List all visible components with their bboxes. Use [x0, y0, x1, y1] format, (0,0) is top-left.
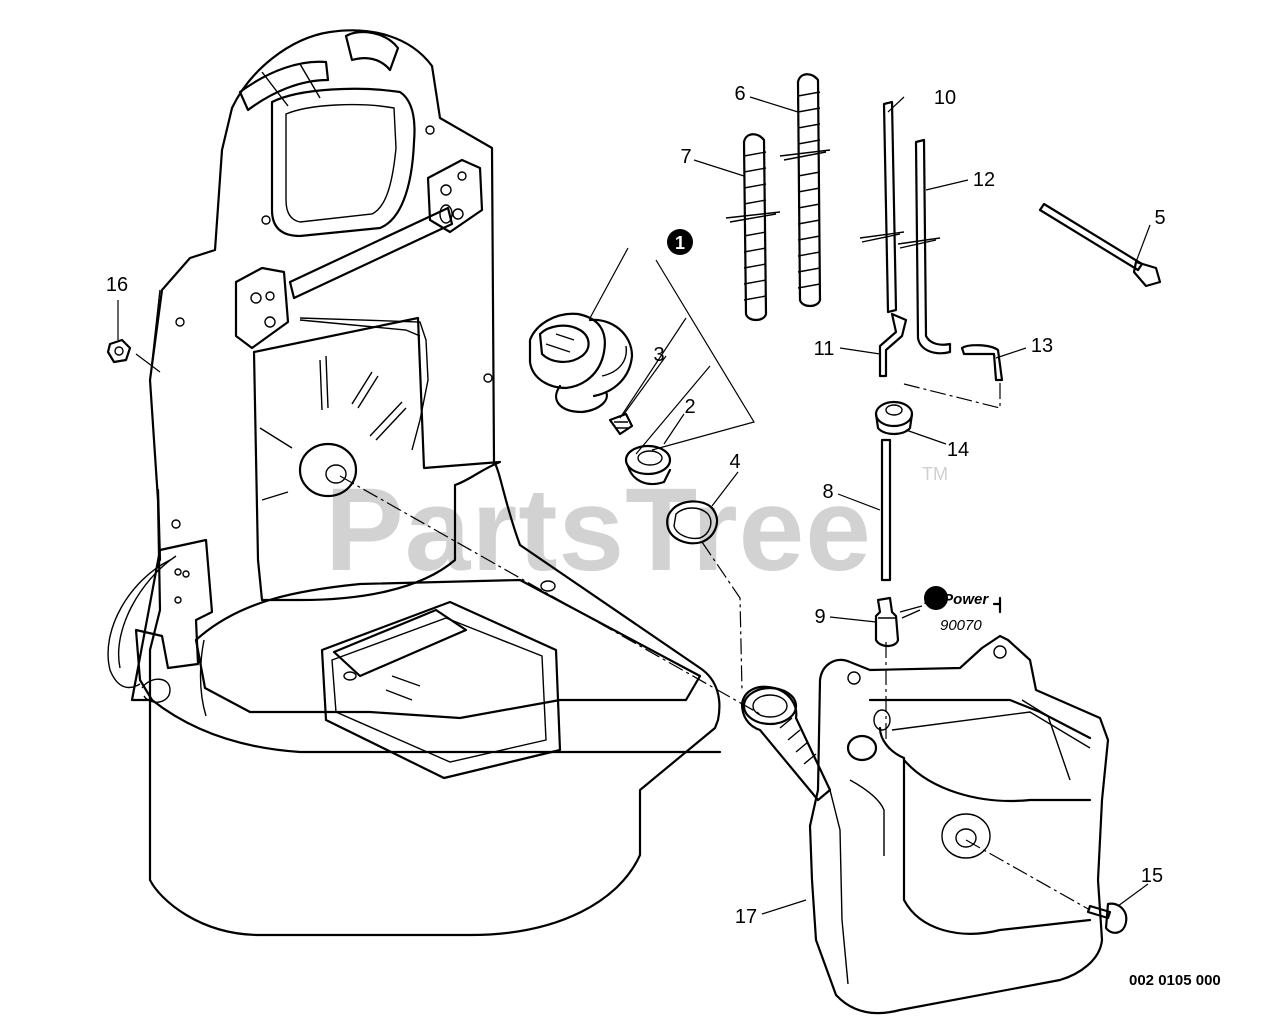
fuel-tank[interactable] — [740, 634, 1110, 1015]
leader-lines — [117, 96, 1151, 915]
part-10-fuel-line[interactable] — [859, 100, 905, 314]
callout-2[interactable]: 2 — [684, 396, 695, 418]
callout-9[interactable]: 9 — [814, 606, 825, 628]
callout-10[interactable]: 10 — [934, 87, 956, 109]
part-16-nut[interactable] — [106, 338, 132, 364]
part-13-elbow[interactable] — [960, 344, 1004, 382]
callout-5[interactable]: 5 — [1154, 207, 1165, 229]
part-11-elbow[interactable] — [878, 312, 908, 378]
callout-14[interactable]: 14 — [947, 439, 969, 461]
repower-brand: RePower — [924, 591, 989, 608]
repower-logo: RePower 90070 — [899, 586, 1002, 634]
callout-7[interactable]: 7 — [680, 146, 691, 168]
part-8-pickup-line[interactable] — [880, 438, 892, 582]
repower-logo-icon — [924, 586, 948, 610]
part-5-cable-tie[interactable] — [1038, 202, 1162, 288]
callout-labels: 1 3 2 4 5 6 7 8 9 10 11 12 13 14 15 16 1… — [106, 83, 1166, 928]
backpack-frame[interactable] — [107, 29, 722, 937]
callout-4[interactable]: 4 — [729, 451, 740, 473]
part-7-spiral-tube[interactable] — [725, 133, 781, 322]
part-15-screw[interactable] — [1086, 902, 1128, 934]
callout-12[interactable]: 12 — [973, 169, 995, 191]
repower-part-number: 90070 — [940, 617, 982, 634]
watermark-trademark: TM — [922, 464, 948, 484]
callout-3[interactable]: 3 — [653, 344, 664, 366]
callout-11[interactable]: 11 — [814, 338, 835, 360]
part-14-grommet[interactable] — [874, 400, 914, 436]
part-9-fuel-filter[interactable] — [874, 596, 900, 648]
kit-marker: 1 — [675, 233, 685, 253]
part-6-spiral-tube[interactable] — [779, 73, 831, 308]
fuel-cap-assembly[interactable] — [528, 312, 634, 414]
watermark-text: PartsTree — [325, 464, 872, 596]
callout-17[interactable]: 17 — [735, 906, 757, 928]
part-2-grommet[interactable] — [624, 444, 672, 486]
diagram-reference: 002 0105 000 — [1129, 972, 1221, 989]
callout-1[interactable]: 1 — [674, 232, 685, 254]
callout-15[interactable]: 15 — [1141, 865, 1163, 887]
kit-marker-circle — [667, 229, 693, 255]
callout-8[interactable]: 8 — [822, 481, 833, 503]
callout-6[interactable]: 6 — [734, 83, 745, 105]
callout-13[interactable]: 13 — [1031, 335, 1053, 357]
part-12-vent-tube[interactable] — [897, 138, 952, 355]
assembly-lines — [339, 382, 1091, 911]
callout-16[interactable]: 16 — [106, 274, 128, 296]
